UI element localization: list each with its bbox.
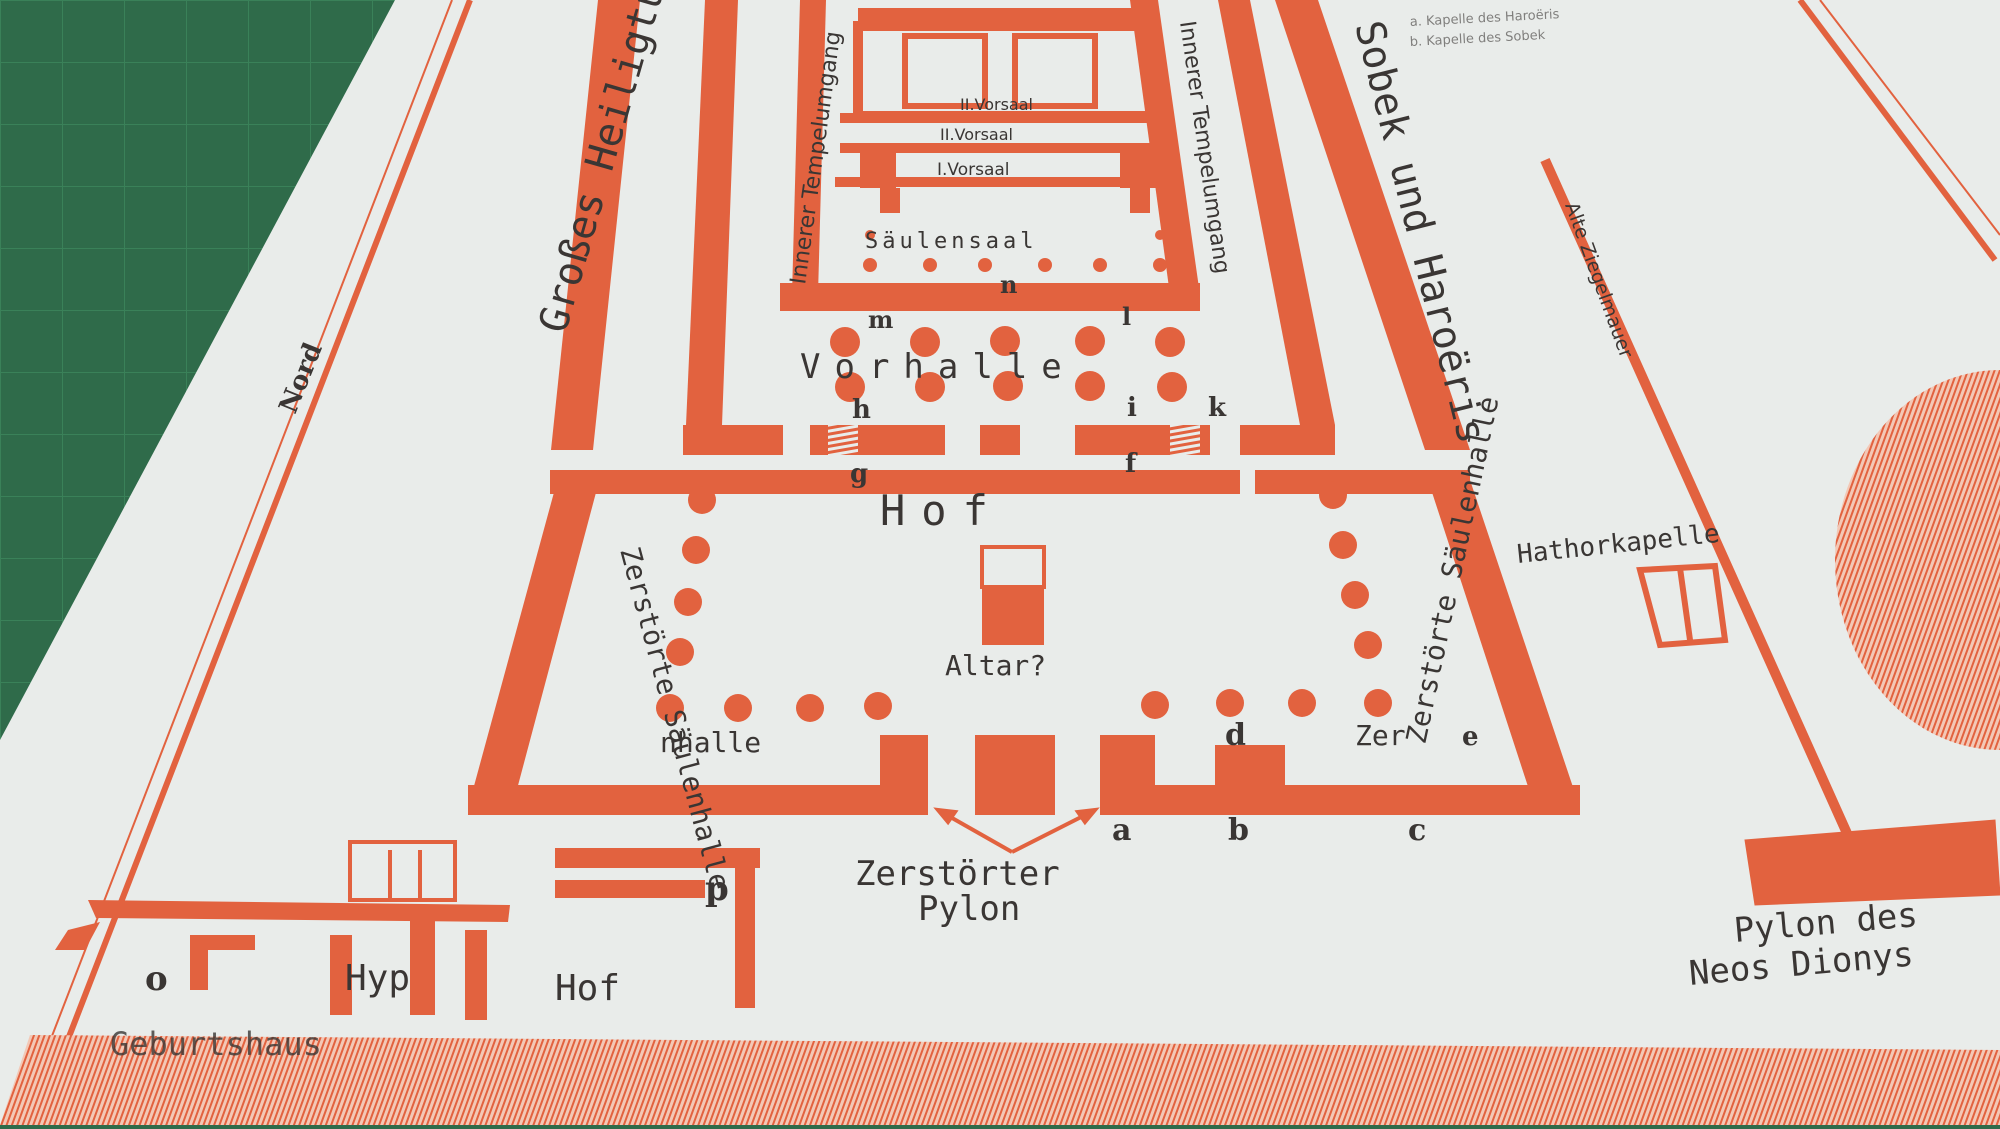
legend-line-2: b. Kapelle des Sobek (1409, 28, 1546, 50)
key-f: f (1125, 449, 1138, 479)
bottom-hatched-band (0, 1035, 2000, 1125)
altar-block (982, 587, 1044, 645)
key-h: h (852, 395, 871, 425)
label-birth-court: Hof (555, 968, 620, 1009)
old-brick-wall (1540, 157, 2000, 906)
hypostyle-columns (863, 230, 1167, 272)
label-court: Hof (880, 486, 1004, 535)
key-k: k (1208, 393, 1227, 423)
label-pylon-line1: Zerstörter (855, 854, 1060, 894)
court-columns (656, 481, 1392, 722)
key-i: i (1127, 393, 1137, 423)
key-l: l (1122, 302, 1131, 331)
label-vestibule-2b: II.Vorsaal (960, 95, 1033, 114)
hatched-column-left (828, 425, 858, 455)
hathor-chapel (1636, 562, 1729, 649)
key-m: m (868, 305, 893, 334)
key-d: d (1225, 718, 1246, 753)
label-birth-house: Geburtshaus (110, 1025, 322, 1063)
hatched-column-right (1170, 425, 1200, 455)
label-vestibule-1: I.Vorsaal (937, 160, 1010, 180)
sanctuary-chambers (860, 150, 1160, 213)
label-colonnade-right-prefix: Zer (1355, 719, 1406, 752)
label-letter-p: p (705, 869, 729, 909)
letter-keys: a b c d e f g h i k l m n (850, 270, 1479, 848)
birth-house-chamber (348, 840, 457, 902)
key-b: b (1228, 813, 1249, 848)
key-g: g (850, 459, 868, 489)
key-e: e (1462, 722, 1479, 752)
label-colonnade-left-tail: nhalle (660, 726, 761, 759)
key-c: c (1408, 813, 1426, 848)
label-birth-hyp: Hyp (345, 958, 410, 999)
map-border (34, 0, 2000, 1081)
label-pylon-line2: Pylon (918, 889, 1020, 929)
key-a: a (1112, 813, 1131, 848)
vorhalle-columns (830, 326, 1187, 402)
radiating-ellipse (1835, 370, 2000, 750)
label-pronaos: Vorhalle (800, 347, 1076, 387)
label-hypostyle: Säulensaal (865, 229, 1037, 254)
label-vestibule-2: II.Vorsaal (940, 125, 1013, 144)
label-letter-o: o (145, 959, 168, 999)
label-altar: Altar? (945, 649, 1046, 682)
pylon-arrows (933, 807, 1100, 854)
key-n: n (1000, 270, 1017, 299)
birth-house-plan (55, 848, 760, 1020)
temple-outer-walls (468, 0, 1580, 815)
